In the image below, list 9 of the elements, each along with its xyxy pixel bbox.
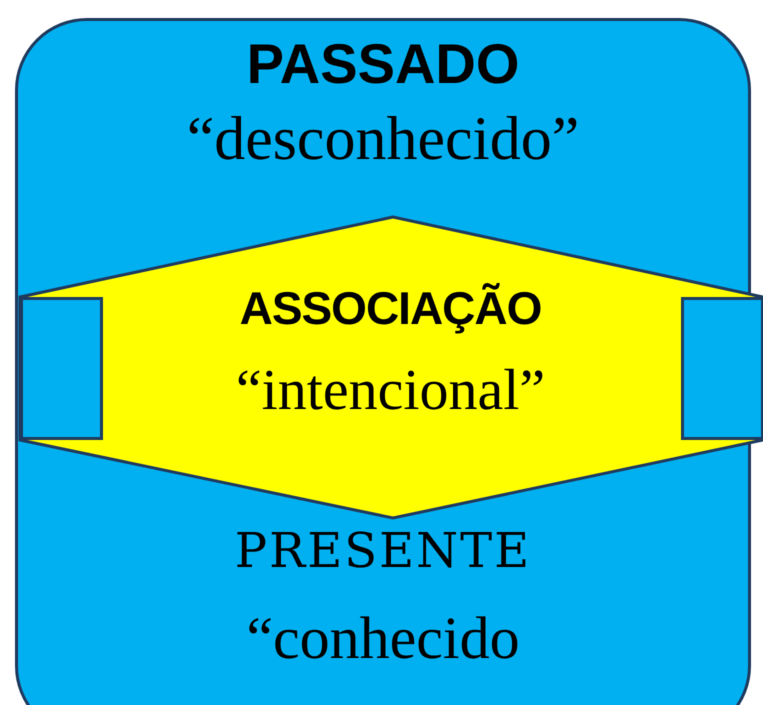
subtitle: “intencional” [234, 358, 546, 422]
hexagon [18, 215, 763, 520]
heading: ASSOCIAÇÃO [238, 283, 542, 334]
side-box [681, 297, 763, 440]
subtitle: “desconhecido” [186, 105, 580, 174]
subtitle: “conhecido [245, 605, 521, 671]
heading: PASSADO [246, 33, 520, 95]
side-box [20, 297, 103, 440]
heading: PRESENTE [234, 525, 532, 578]
